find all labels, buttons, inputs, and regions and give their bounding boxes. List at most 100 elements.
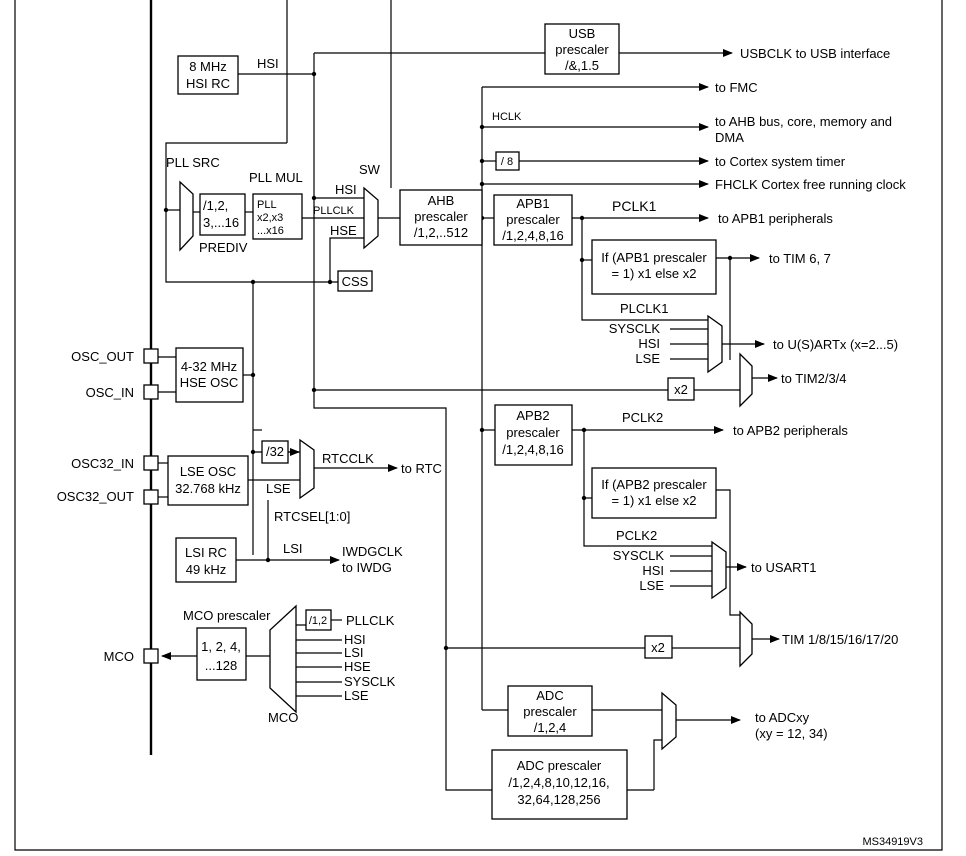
apb1-multiplier-box [591, 239, 717, 295]
apb2-prescaler-box [494, 404, 573, 466]
mux2-input-sysclk: SYSCLK [613, 548, 665, 563]
to-rtc: to RTC [401, 461, 442, 476]
mco-prescaler-box [196, 627, 247, 681]
osc-out-label: OSC_OUT [71, 349, 134, 364]
apb1-if-l1: If (APB1 prescaler [601, 250, 707, 265]
pll-src-mux [179, 180, 194, 252]
mco-div-box [305, 609, 332, 631]
wires [158, 0, 780, 791]
osc-in-label: OSC_IN [86, 385, 134, 400]
usart1-mux [711, 540, 727, 600]
multiplexers [179, 180, 753, 751]
lse-osc-l2: 32.768 kHz [175, 481, 241, 496]
ahb-prescaler-l1: AHB [428, 193, 455, 208]
adc-prescaler2-l1: ADC prescaler [517, 758, 602, 773]
pll-src-label: PLL SRC [166, 155, 220, 170]
usb-prescaler-l3: /&,1.5 [565, 58, 599, 73]
apb1-prescaler-l1: APB1 [516, 196, 549, 211]
apb1-prescaler-l3: /1,2,4,8,16 [502, 228, 563, 243]
adc-prescaler1-l2: prescaler [523, 704, 577, 719]
hse-osc-l1: 4-32 MHz [181, 359, 237, 374]
css-label: CSS [342, 274, 369, 289]
mco-pre-l2: ...128 [205, 658, 238, 673]
pll-mul-label: PLL MUL [249, 170, 303, 185]
mux1-input-lse: LSE [635, 351, 660, 366]
adc-prescaler2-l2: /1,2,4,8,10,12,16, [508, 775, 609, 790]
adc-prescaler1-l3: /1,2,4 [534, 720, 567, 735]
to-adc-l1: to ADCxy [755, 710, 810, 725]
apb2-prescaler-l1: APB2 [516, 408, 549, 423]
to-usart1: to USART1 [751, 560, 817, 575]
mux2-input-hsi: HSI [642, 563, 664, 578]
div32-label: /32 [266, 444, 284, 459]
blocks [143, 23, 717, 820]
mco-mux-label: MCO [268, 710, 298, 725]
tim1-mux [739, 610, 753, 668]
rtcclk-label: RTCCLK [322, 451, 374, 466]
pll-mul-box [252, 193, 303, 240]
to-fmc: to FMC [715, 80, 758, 95]
pclk2-label: PCLK2 [622, 410, 663, 425]
pll-box-l1: PLL [257, 199, 277, 211]
pll-box-l2: x2,x3 [257, 212, 283, 224]
div32-box [261, 440, 289, 464]
mco-div-label: /1,2 [309, 615, 327, 627]
apb1-if-l2: = 1) x1 else x2 [612, 266, 697, 281]
pllclk-label: PLLCLK [313, 205, 355, 217]
iwdgclk-l2: to IWDG [342, 560, 392, 575]
to-apb2: to APB2 peripherals [733, 423, 848, 438]
hsi-rc-box [177, 55, 239, 95]
to-ahb-l2: DMA [715, 130, 744, 145]
to-apb1: to APB1 peripherals [718, 211, 833, 226]
osc-in-pin [143, 384, 159, 400]
sw-hse-label: HSE [330, 223, 357, 238]
prediv-box-l2: 3,...16 [203, 215, 239, 230]
apb2-if-l2: = 1) x1 else x2 [612, 493, 697, 508]
lsi-rc-l1: LSI RC [185, 545, 227, 560]
to-cortex-timer: to Cortex system timer [715, 154, 846, 169]
sw-mux [363, 186, 379, 250]
adc-prescaler1-l1: ADC [536, 688, 563, 703]
lsi-rc-l2: 49 kHz [186, 562, 226, 577]
hclk-label: HCLK [492, 111, 522, 123]
to-tim-1: TIM 1/8/15/16/17/20 [782, 632, 898, 647]
sw-label: SW [359, 162, 381, 177]
mux1-input-hsi: HSI [638, 336, 660, 351]
hse-osc-box [175, 347, 244, 403]
pclk1-label: PCLK1 [612, 198, 657, 214]
rtcsel-mux [299, 438, 315, 500]
prediv-label: PREDIV [199, 240, 248, 255]
lse-osc-box [167, 455, 249, 506]
apb2-prescaler-l2: prescaler [506, 425, 560, 440]
plclk1-label: PLCLK1 [620, 301, 668, 316]
adc-prescaler2-l3: 32,64,128,256 [517, 792, 600, 807]
mco-prescaler-label: MCO prescaler [183, 608, 271, 623]
x2-box-a [667, 377, 695, 401]
hsi-rc-l2: HSI RC [186, 76, 230, 91]
mco-pin [143, 648, 159, 664]
ahb-prescaler-l2: prescaler [414, 209, 468, 224]
adc-prescaler1-box [507, 685, 593, 737]
adc-mux [661, 691, 677, 751]
tim234-mux [739, 352, 753, 408]
figure-frame [14, 0, 943, 851]
osc-out-pin [143, 348, 159, 364]
lse-osc-l1: LSE OSC [180, 464, 236, 479]
mco-input-pllclk: PLLCLK [346, 613, 395, 628]
osc32-in-label: OSC32_IN [71, 456, 134, 471]
hsi-rc-l1: 8 MHz [189, 59, 227, 74]
ahb-prescaler-l3: /1,2,..512 [414, 225, 468, 240]
pll-box-l3: ...x16 [257, 225, 284, 237]
mco-mux [269, 604, 297, 714]
osc32-out-label: OSC32_OUT [57, 489, 134, 504]
osc32-out-pin [143, 489, 159, 505]
mco-input-hsi: HSI [344, 632, 366, 647]
lsi-rc-box [175, 537, 237, 583]
apb1-prescaler-box [493, 194, 573, 246]
css-box [337, 270, 373, 292]
mco-pre-l1: 1, 2, 4, [201, 639, 241, 654]
apb2-multiplier-box [591, 467, 717, 519]
mco-input-lsi: LSI [344, 645, 364, 660]
osc32-in-pin [143, 455, 159, 471]
